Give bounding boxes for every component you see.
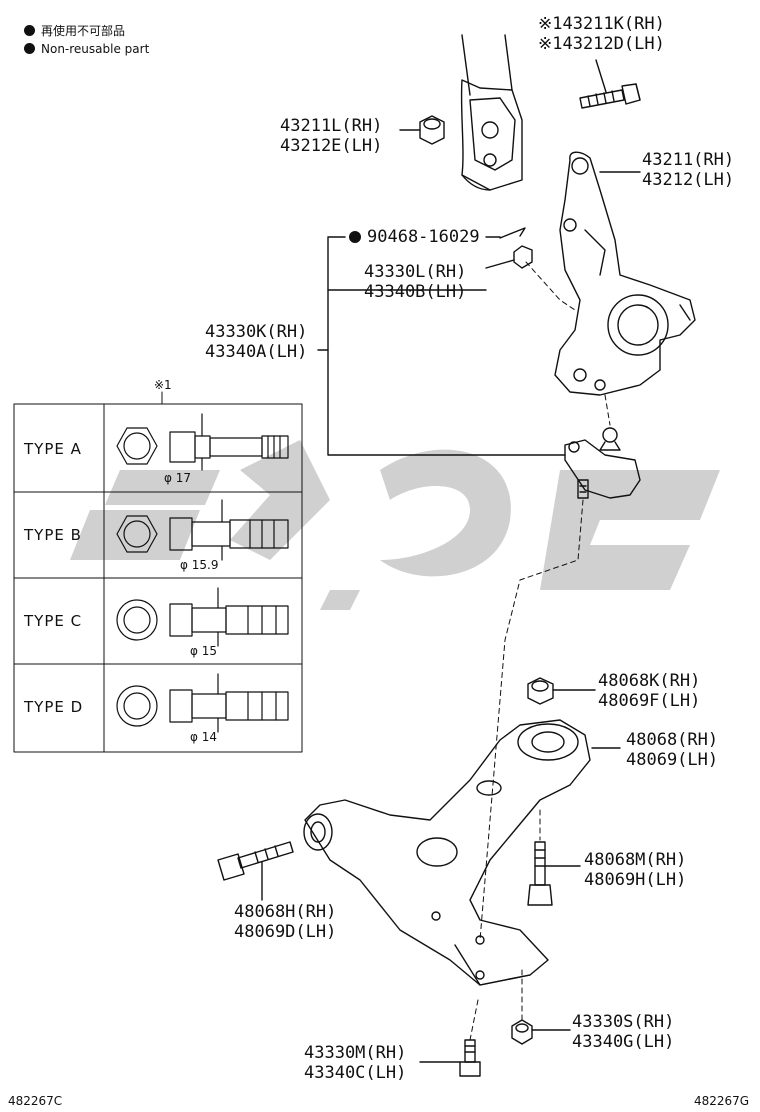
type-table — [13, 391, 303, 753]
callout-bolt-top: ※143211K(RH) ※143212D(LH) — [538, 14, 665, 54]
nut-43211l — [399, 115, 445, 145]
type-d-diameter: φ 14 — [190, 730, 217, 744]
callout-nut-castle: 43330L(RH) 43340B(LH) — [364, 262, 467, 302]
callout-bolt-43330m: 43330M(RH) 43340C(LH) — [304, 1043, 407, 1083]
callout-knuckle: 43211(RH) 43212(LH) — [642, 150, 735, 190]
callout-bushing: 48068(RH) 48069(LH) — [626, 730, 719, 770]
type-b-diameter: φ 15.9 — [180, 558, 219, 572]
bolt-48068h — [217, 841, 294, 901]
callout-ball-joint: 43330K(RH) 43340A(LH) — [205, 322, 308, 362]
legend-english: Non-reusable part — [24, 42, 149, 56]
non-reusable-icon — [349, 231, 361, 243]
bullet-icon — [24, 43, 35, 54]
bolt-48068m — [527, 841, 581, 906]
nut-48068k — [527, 677, 596, 705]
steering-knuckle — [554, 151, 696, 396]
callout-cotter-pin: 90468-16029 — [349, 227, 480, 247]
ball-joint — [564, 427, 641, 499]
nut-43330s — [511, 1019, 571, 1045]
footer-code-right: 482267G — [694, 1094, 750, 1108]
bolt-43330m — [419, 1039, 481, 1077]
bullet-icon — [24, 25, 35, 36]
dashed-guides — [469, 261, 611, 1041]
hub-bolts — [116, 413, 289, 733]
type-c-diameter: φ 15 — [190, 644, 217, 658]
type-d-label: TYPE D — [24, 698, 84, 716]
watermark — [70, 440, 720, 610]
callout-bolt-48068h: 48068H(RH) 48069D(LH) — [234, 902, 337, 942]
type-b-label: TYPE B — [24, 526, 82, 544]
callout-bolt-48068m: 48068M(RH) 48069H(LH) — [584, 850, 687, 890]
bolt-43211k — [579, 59, 641, 109]
cotter-pin-and-nut — [485, 227, 533, 269]
callout-nut-43330s: 43330S(RH) 43340G(LH) — [572, 1012, 675, 1052]
type-a-diameter: φ 17 — [164, 471, 191, 485]
type-c-label: TYPE C — [24, 612, 83, 630]
legend-japanese: 再使用不可部品 — [24, 22, 125, 39]
leader-bracket — [317, 236, 566, 456]
callout-nut-upper: 43211L(RH) 43212E(LH) — [280, 116, 383, 156]
strut-bracket — [460, 34, 523, 191]
callout-nut-48068k: 48068K(RH) 48069F(LH) — [598, 671, 701, 711]
table-note: ※1 — [154, 378, 172, 392]
lower-control-arm — [303, 719, 621, 986]
footer-code-left: 482267C — [8, 1094, 63, 1108]
type-a-label: TYPE A — [24, 440, 82, 458]
